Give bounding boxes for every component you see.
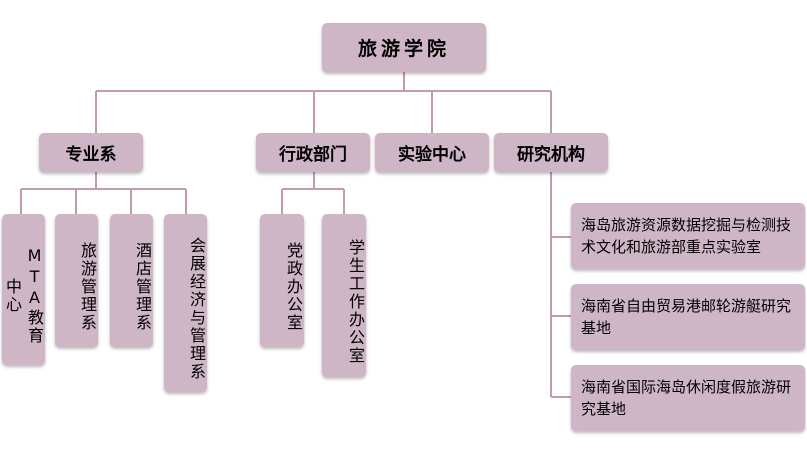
admin-student-affairs: 学生工作办公室 — [322, 214, 366, 377]
research-label: 海南省自由贸易港邮轮游艇研究基地 — [581, 297, 792, 337]
dept-label: 会展经济与管理系 — [187, 237, 206, 381]
node-departments: 专业系 — [39, 133, 143, 172]
admin-label: 学生工作办公室 — [346, 238, 365, 365]
node-admin-label: 行政部门 — [279, 145, 347, 165]
dept-label: 酒店管理系 — [133, 241, 152, 332]
node-lab-label: 实验中心 — [398, 145, 466, 165]
node-research-label: 研究机构 — [517, 145, 585, 165]
dept-hotel-management: 酒店管理系 — [110, 214, 153, 347]
dept-mta-center: MTA教育中心 — [2, 214, 45, 365]
node-departments-label: 专业系 — [65, 145, 117, 165]
research-cruise-base: 海南省自由贸易港邮轮游艇研究基地 — [571, 284, 805, 350]
node-lab: 实验中心 — [375, 133, 489, 172]
dept-tourism-management: 旅游管理系 — [55, 214, 98, 347]
admin-party-office: 党政办公室 — [260, 214, 304, 347]
dept-label: 旅游管理系 — [78, 241, 97, 332]
research-key-lab: 海岛旅游资源数据挖掘与检测技术文化和旅游部重点实验室 — [571, 203, 805, 269]
root-node: 旅游学院 — [322, 23, 486, 72]
research-label: 海南省国际海岛休闲度假旅游研究基地 — [581, 378, 792, 418]
research-island-leisure-base: 海南省国际海岛休闲度假旅游研究基地 — [571, 365, 805, 431]
research-label: 海岛旅游资源数据挖掘与检测技术文化和旅游部重点实验室 — [581, 216, 792, 256]
node-admin: 行政部门 — [256, 133, 370, 172]
root-label: 旅游学院 — [357, 38, 450, 60]
dept-exhibition-economics: 会展经济与管理系 — [164, 214, 207, 392]
dept-label: MTA教育中心 — [3, 246, 44, 345]
node-research: 研究机构 — [494, 133, 608, 172]
admin-label: 党政办公室 — [284, 241, 303, 332]
